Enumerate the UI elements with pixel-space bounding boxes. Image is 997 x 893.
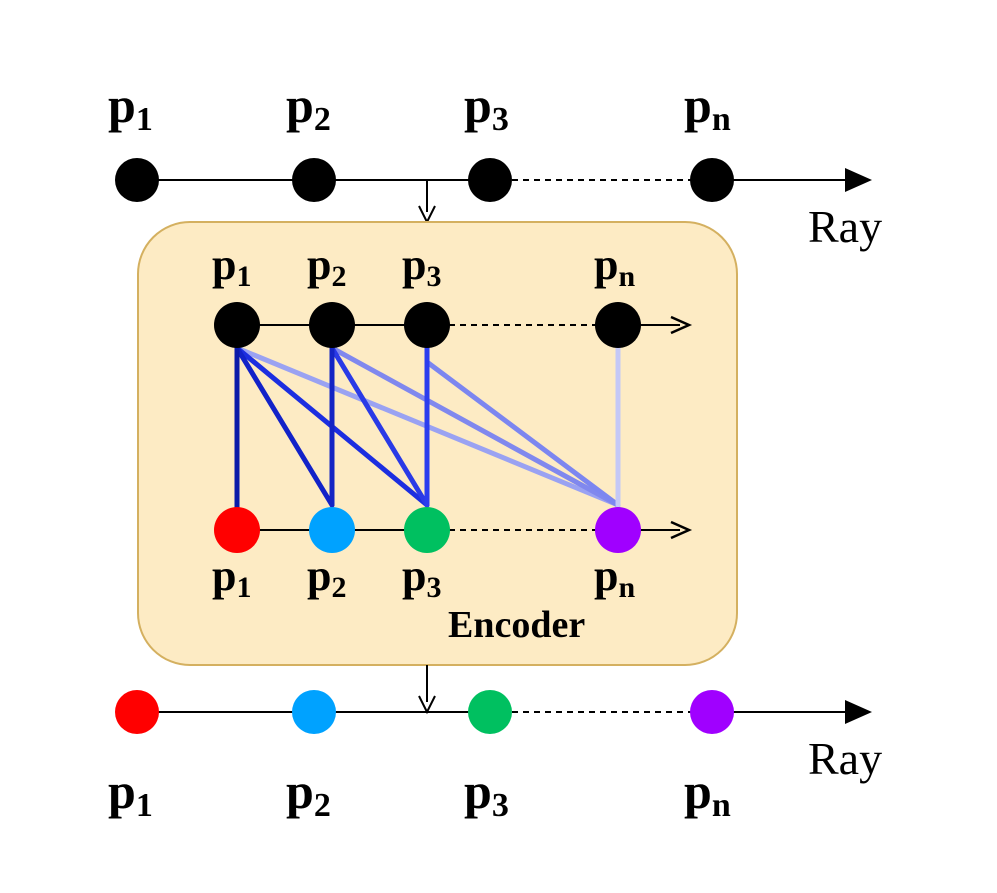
encoder-output-row: p1 p2 p3 pn bbox=[212, 507, 693, 604]
encoder-input-label-p3: p3 bbox=[402, 240, 441, 293]
encoder-input-row: p1 p2 p3 pn bbox=[212, 240, 693, 348]
top-point-p3 bbox=[468, 158, 512, 202]
encoder-output-point-pn bbox=[595, 507, 641, 553]
top-point-pn bbox=[690, 158, 734, 202]
attention-lines bbox=[234, 342, 621, 511]
encoder-output-arrowhead bbox=[670, 520, 693, 540]
top-ray: p1 p2 p3 pn Ray bbox=[108, 77, 882, 252]
bottom-ray: p1 p2 p3 pn Ray bbox=[108, 690, 882, 824]
top-label-pn: pn bbox=[684, 77, 731, 138]
encoder-input-label-p2: p2 bbox=[307, 240, 346, 293]
top-ray-arrowhead bbox=[845, 168, 872, 192]
bottom-label-p1: p1 bbox=[108, 763, 153, 824]
encoder-input-label-pn: pn bbox=[594, 240, 635, 293]
top-label-p1: p1 bbox=[108, 77, 153, 138]
attention-line-p1-p2 bbox=[234, 345, 335, 508]
attention-line-p2-pn bbox=[329, 345, 621, 508]
encoder-input-arrowhead bbox=[670, 315, 693, 335]
encoder-input-point-p2 bbox=[309, 302, 355, 348]
encoder-block: p1 p2 p3 pn p1 p2 p3 pn Encoder bbox=[137, 221, 738, 666]
bottom-point-p2 bbox=[292, 690, 336, 734]
bottom-label-p2: p2 bbox=[286, 763, 331, 824]
attention-line-p3-pn bbox=[424, 359, 621, 508]
arrow-out-of-encoder bbox=[418, 665, 436, 715]
attention-line-p2-p3 bbox=[329, 345, 430, 508]
encoder-output-label-p1: p1 bbox=[212, 551, 251, 604]
bottom-point-pn bbox=[690, 690, 734, 734]
bottom-label-pn: pn bbox=[684, 763, 731, 824]
encoder-output-point-p3 bbox=[404, 507, 450, 553]
encoder-input-point-pn bbox=[595, 302, 641, 348]
encoder-output-point-p2 bbox=[309, 507, 355, 553]
encoder-output-label-p2: p2 bbox=[307, 551, 346, 604]
bottom-ray-label: Ray bbox=[808, 733, 882, 784]
encoder-title: Encoder bbox=[448, 604, 585, 646]
bottom-label-p3: p3 bbox=[464, 763, 509, 824]
encoder-input-point-p1 bbox=[214, 302, 260, 348]
encoder-output-label-pn: pn bbox=[594, 551, 635, 604]
bottom-point-p3 bbox=[468, 690, 512, 734]
top-ray-label: Ray bbox=[808, 201, 882, 252]
top-label-p3: p3 bbox=[464, 77, 509, 138]
top-label-p2: p2 bbox=[286, 77, 331, 138]
top-point-p2 bbox=[292, 158, 336, 202]
bottom-ray-arrowhead bbox=[845, 700, 872, 724]
encoder-box bbox=[137, 221, 738, 666]
arrow-into-encoder bbox=[418, 180, 436, 225]
encoder-output-label-p3: p3 bbox=[402, 551, 441, 604]
top-point-p1 bbox=[115, 158, 159, 202]
encoder-input-point-p3 bbox=[404, 302, 450, 348]
encoder-input-label-p1: p1 bbox=[212, 240, 251, 293]
encoder-output-point-p1 bbox=[214, 507, 260, 553]
bottom-point-p1 bbox=[115, 690, 159, 734]
